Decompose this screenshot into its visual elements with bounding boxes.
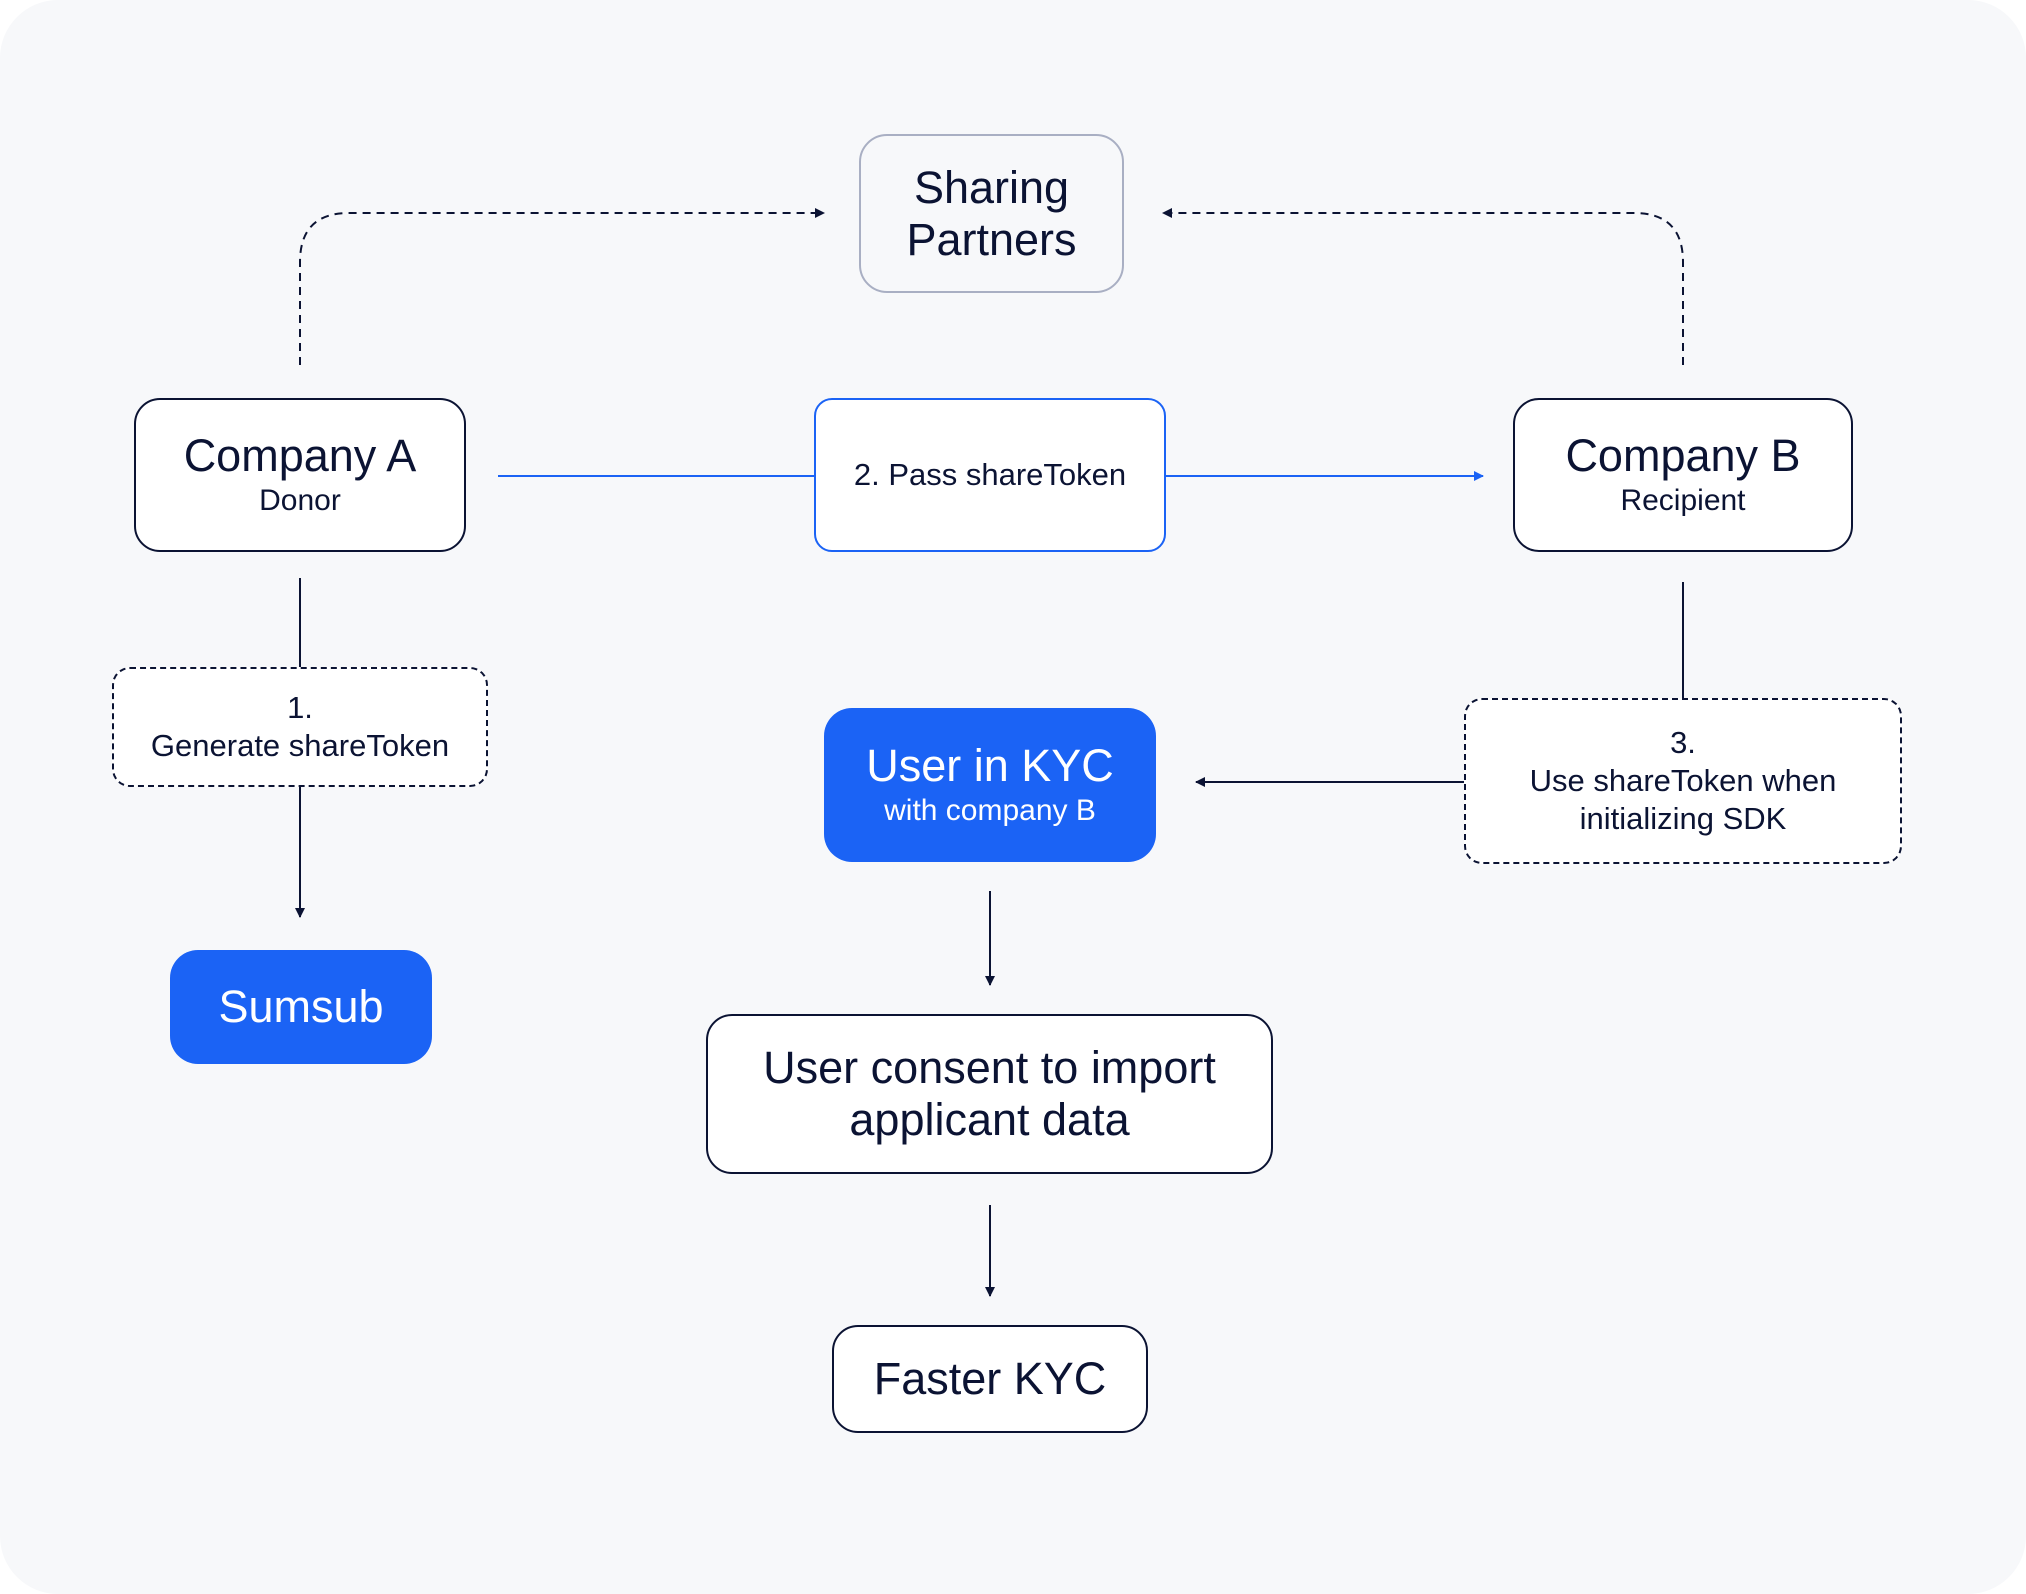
user-consent-line1: User consent to import [763, 1042, 1216, 1093]
step1-text: Generate shareToken [150, 728, 450, 763]
step1-node: 1. Generate shareToken [112, 667, 488, 787]
user-in-kyc-node: User in KYC with company B [824, 708, 1156, 862]
user-consent-node: User consent to import applicant data [706, 1014, 1273, 1174]
sumsub-label: Sumsub [218, 981, 384, 1032]
step3-number: 3. [1670, 725, 1696, 760]
step3-node: 3. Use shareToken when initializing SDK [1464, 698, 1902, 864]
sharing-partners-node: Sharing Partners [859, 134, 1124, 293]
company-a-subtitle: Donor [259, 484, 341, 517]
company-b-node: Company B Recipient [1513, 398, 1853, 552]
step3-line1: Use shareToken when [1529, 763, 1837, 798]
faster-kyc-label: Faster KYC [873, 1353, 1107, 1404]
step3-line2: initializing SDK [1579, 801, 1787, 836]
sumsub-node: Sumsub [170, 950, 432, 1064]
sharing-partners-label: Sharing Partners [906, 161, 1077, 265]
edge-company-a-to-sharing-partners [299, 208, 825, 365]
edge-company-b-to-sharing-partners [1162, 208, 1684, 365]
user-in-kyc-subtitle: with company B [884, 794, 1096, 827]
pass-sharetoken-node: 2. Pass shareToken [814, 398, 1166, 552]
faster-kyc-node: Faster KYC [832, 1325, 1148, 1433]
user-consent-line2: applicant data [849, 1094, 1130, 1145]
company-a-node: Company A Donor [134, 398, 466, 552]
pass-sharetoken-label: 2. Pass shareToken [853, 457, 1127, 492]
company-a-title: Company A [183, 430, 417, 481]
company-b-title: Company B [1565, 430, 1801, 481]
user-in-kyc-title: User in KYC [866, 740, 1114, 791]
step1-number: 1. [287, 690, 313, 725]
company-b-subtitle: Recipient [1620, 484, 1746, 517]
